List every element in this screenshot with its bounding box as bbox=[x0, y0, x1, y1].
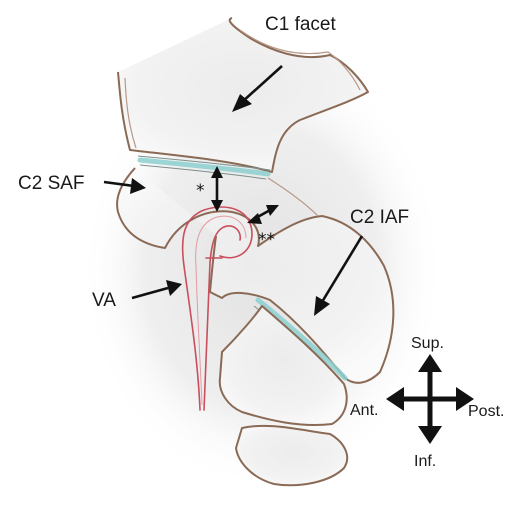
label-va: VA bbox=[92, 290, 116, 311]
label-c2-saf: C2 SAF bbox=[18, 173, 85, 194]
compass-label-sup: Sup. bbox=[411, 335, 444, 352]
label-double-star: ** bbox=[258, 230, 275, 250]
label-single-star: * bbox=[196, 181, 205, 201]
label-c2-iaf: C2 IAF bbox=[350, 207, 409, 228]
compass-label-post: Post. bbox=[468, 403, 504, 420]
compass-label-inf: Inf. bbox=[414, 453, 436, 470]
label-c1-facet: C1 facet bbox=[265, 14, 336, 35]
compass-label-ant: Ant. bbox=[350, 402, 378, 419]
